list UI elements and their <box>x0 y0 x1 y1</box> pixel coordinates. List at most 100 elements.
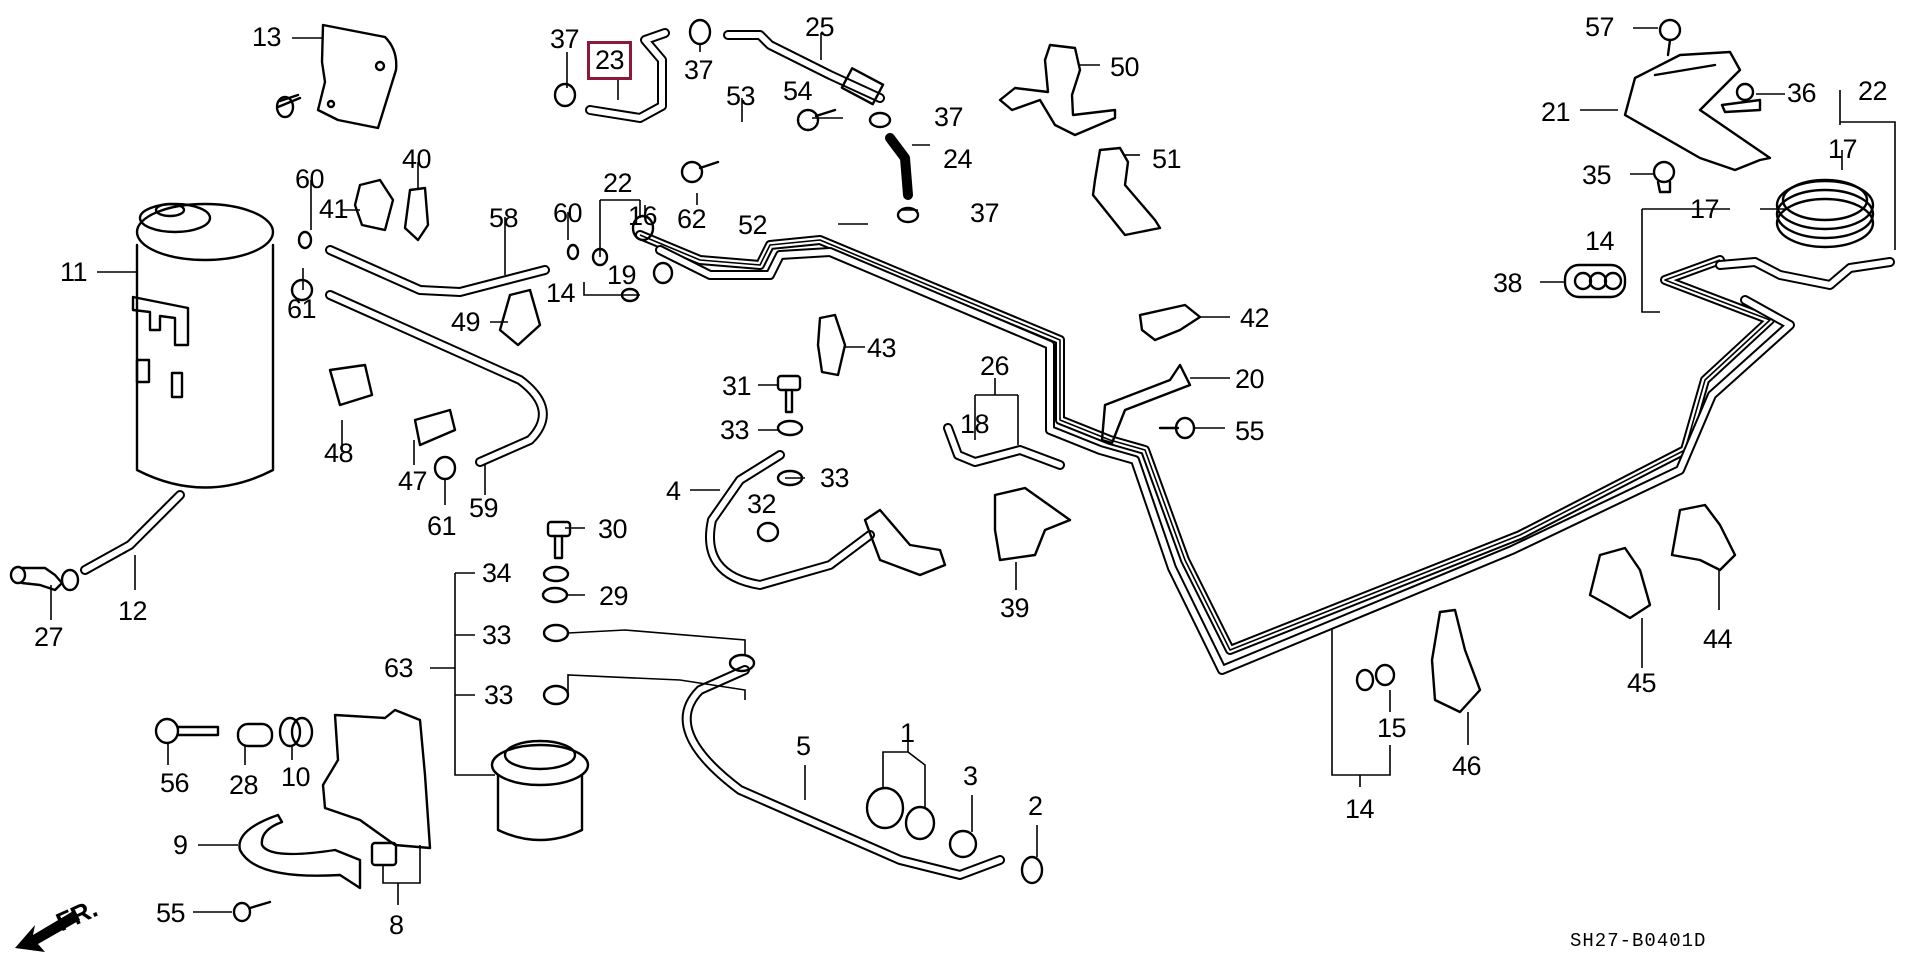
callout-51[interactable]: 51 <box>1152 144 1182 174</box>
callout-20[interactable]: 20 <box>1235 364 1265 394</box>
callout-39[interactable]: 39 <box>1000 593 1030 623</box>
part-hose-4[interactable] <box>705 450 947 590</box>
callout-13[interactable]: 13 <box>252 22 282 52</box>
callout-18[interactable]: 18 <box>960 409 990 439</box>
part-pipe-26[interactable] <box>943 423 1065 470</box>
callout-50[interactable]: 50 <box>1110 52 1140 82</box>
callout-24[interactable]: 24 <box>943 144 973 174</box>
callout-37[interactable]: 37 <box>550 24 580 54</box>
part-bracket-39[interactable] <box>993 486 1072 562</box>
callout-33[interactable]: 33 <box>720 415 750 445</box>
part-bracket-51[interactable] <box>1091 146 1162 237</box>
part-cap-1[interactable] <box>865 786 936 841</box>
callout-5[interactable]: 5 <box>796 731 811 761</box>
part-clamp-38[interactable] <box>1563 263 1627 299</box>
part-hose-24[interactable] <box>885 133 913 200</box>
callout-61[interactable]: 61 <box>287 294 317 324</box>
callout-30[interactable]: 30 <box>598 514 628 544</box>
callout-52[interactable]: 52 <box>738 210 768 240</box>
part-fuel-filter[interactable] <box>490 739 590 842</box>
callout-37[interactable]: 37 <box>970 198 1000 228</box>
part-bracket-13[interactable] <box>275 23 398 130</box>
part-bracket-20[interactable] <box>1100 363 1192 445</box>
callout-60[interactable]: 60 <box>295 164 325 194</box>
part-clip-43[interactable] <box>816 313 847 377</box>
callout-22[interactable]: 22 <box>603 168 633 198</box>
part-grommet-17[interactable] <box>1775 178 1875 249</box>
callout-21[interactable]: 21 <box>1541 97 1571 127</box>
callout-15[interactable]: 15 <box>1377 713 1407 743</box>
part-clip-36[interactable] <box>1720 82 1762 114</box>
callout-48[interactable]: 48 <box>324 438 354 468</box>
part-fuel-pipe-bundle-14[interactable] <box>635 230 1895 675</box>
callout-44[interactable]: 44 <box>1703 624 1733 654</box>
part-hose-5[interactable] <box>681 653 1005 880</box>
callout-16[interactable]: 16 <box>628 201 658 231</box>
callout-1[interactable]: 1 <box>900 718 915 748</box>
callout-57[interactable]: 57 <box>1585 12 1615 42</box>
callout-42[interactable]: 42 <box>1240 303 1270 333</box>
callout-37[interactable]: 37 <box>934 102 964 132</box>
callout-53[interactable]: 53 <box>726 81 756 111</box>
callout-10[interactable]: 10 <box>281 762 311 792</box>
callout-49[interactable]: 49 <box>451 307 481 337</box>
callout-23-highlighted[interactable]: 23 <box>586 41 633 80</box>
part-cover-21[interactable] <box>1623 18 1772 172</box>
callout-55[interactable]: 55 <box>156 898 186 928</box>
callout-17[interactable]: 17 <box>1690 194 1720 224</box>
callout-25[interactable]: 25 <box>805 12 835 42</box>
part-collar-28[interactable] <box>236 722 274 748</box>
part-elbow-27[interactable] <box>9 565 80 592</box>
part-washer-3[interactable] <box>948 829 978 859</box>
part-clip-42[interactable] <box>1138 303 1202 342</box>
callout-27[interactable]: 27 <box>34 622 64 652</box>
callout-33[interactable]: 33 <box>820 463 850 493</box>
callout-4[interactable]: 4 <box>666 476 681 506</box>
callout-38[interactable]: 38 <box>1493 268 1523 298</box>
callout-62[interactable]: 62 <box>677 204 707 234</box>
callout-14[interactable]: 14 <box>1345 794 1375 824</box>
part-bolt-56[interactable] <box>154 717 220 745</box>
callout-54[interactable]: 54 <box>783 76 813 106</box>
callout-61[interactable]: 61 <box>427 511 457 541</box>
callout-17[interactable]: 17 <box>1828 134 1858 164</box>
part-hose-58[interactable] <box>325 245 550 297</box>
callout-28[interactable]: 28 <box>229 770 259 800</box>
callout-35[interactable]: 35 <box>1582 160 1612 190</box>
callout-8[interactable]: 8 <box>389 910 404 940</box>
part-bolt-15[interactable] <box>1355 663 1396 692</box>
callout-32[interactable]: 32 <box>747 489 777 519</box>
callout-60[interactable]: 60 <box>553 198 583 228</box>
part-clip-35[interactable] <box>1652 160 1676 194</box>
callout-9[interactable]: 9 <box>173 830 188 860</box>
callout-45[interactable]: 45 <box>1627 668 1657 698</box>
callout-11[interactable]: 11 <box>60 257 88 287</box>
part-bracket-8[interactable] <box>321 708 432 867</box>
callout-19[interactable]: 19 <box>607 260 637 290</box>
part-bolts[interactable] <box>541 108 1196 706</box>
part-clip-44[interactable] <box>1670 503 1737 572</box>
callout-59[interactable]: 59 <box>469 493 499 523</box>
callout-47[interactable]: 47 <box>398 466 428 496</box>
part-hose-59[interactable] <box>325 290 548 467</box>
callout-41[interactable]: 41 <box>319 194 349 224</box>
part-clip-45[interactable] <box>1588 546 1652 620</box>
part-bracket-50[interactable] <box>998 43 1117 137</box>
callout-14[interactable]: 14 <box>546 278 576 308</box>
callout-63[interactable]: 63 <box>384 653 414 683</box>
callout-58[interactable]: 58 <box>489 203 519 233</box>
callout-26[interactable]: 26 <box>980 351 1010 381</box>
part-hose-23[interactable] <box>585 28 670 123</box>
callout-36[interactable]: 36 <box>1787 78 1817 108</box>
callout-37[interactable]: 37 <box>684 55 714 85</box>
callout-34[interactable]: 34 <box>482 558 512 588</box>
callout-33[interactable]: 33 <box>484 680 514 710</box>
part-canister[interactable] <box>131 202 275 489</box>
callout-2[interactable]: 2 <box>1028 791 1043 821</box>
callout-40[interactable]: 40 <box>402 144 432 174</box>
part-clamp-9[interactable] <box>238 813 362 890</box>
callout-14[interactable]: 14 <box>1585 226 1615 256</box>
part-hose-12[interactable] <box>80 490 185 575</box>
part-bolt-55-lower[interactable] <box>232 900 272 923</box>
part-clip-46[interactable] <box>1430 608 1482 714</box>
